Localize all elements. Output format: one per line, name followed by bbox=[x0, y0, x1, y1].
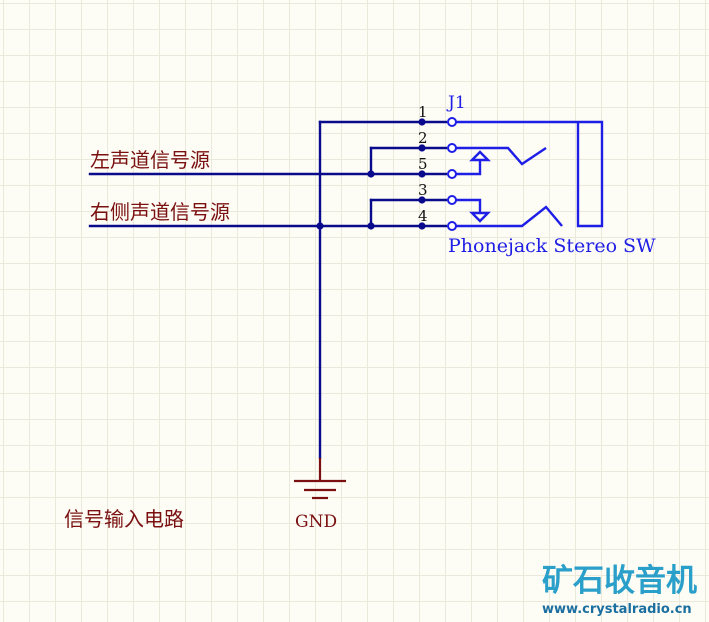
pin-number: 4 bbox=[418, 207, 428, 225]
component-designator: J1 bbox=[446, 93, 466, 113]
pin-number: 1 bbox=[418, 103, 428, 121]
right-switch-arrow-icon bbox=[469, 211, 491, 223]
junction-dot bbox=[316, 222, 324, 230]
junction-dot bbox=[418, 118, 426, 126]
watermark: 矿石收音机 www.crystalradio.cn bbox=[542, 563, 697, 617]
junction-dot bbox=[418, 144, 426, 152]
pin-terminal bbox=[447, 169, 457, 179]
watermark-url: www.crystalradio.cn bbox=[542, 602, 692, 617]
net-label-right-channel: 右侧声道信号源 bbox=[90, 200, 230, 224]
right-switch-contact bbox=[456, 198, 482, 213]
left-switch-arrow-icon bbox=[469, 150, 491, 162]
junction-dot bbox=[418, 170, 426, 178]
pin-number: 2 bbox=[418, 129, 428, 147]
jack-sleeve-outline bbox=[456, 120, 604, 228]
pin-terminal bbox=[447, 195, 457, 205]
right-contact-spring bbox=[456, 205, 563, 228]
junction-dot bbox=[418, 222, 426, 230]
wires bbox=[88, 120, 448, 460]
ground-symbol bbox=[294, 458, 346, 500]
watermark-name: 矿石收音机 bbox=[542, 563, 697, 599]
junction-dot bbox=[367, 222, 375, 230]
pin-number: 5 bbox=[418, 155, 428, 173]
pin-terminal bbox=[447, 221, 457, 231]
junction-dot bbox=[367, 170, 375, 178]
circuit-title: 信号输入电路 bbox=[64, 507, 184, 531]
left-contact-spring bbox=[456, 146, 547, 166]
net-label-left-channel: 左声道信号源 bbox=[90, 148, 210, 172]
junction-dot bbox=[418, 196, 426, 204]
pin-terminal bbox=[447, 143, 457, 153]
pin-number: 3 bbox=[418, 181, 428, 199]
component-comment: Phonejack Stereo SW bbox=[448, 235, 656, 257]
left-switch-contact bbox=[456, 160, 482, 176]
phonejack-symbol bbox=[447, 117, 604, 231]
junctions bbox=[316, 118, 426, 230]
ground-label: GND bbox=[295, 512, 337, 532]
pin-terminal bbox=[447, 117, 457, 127]
